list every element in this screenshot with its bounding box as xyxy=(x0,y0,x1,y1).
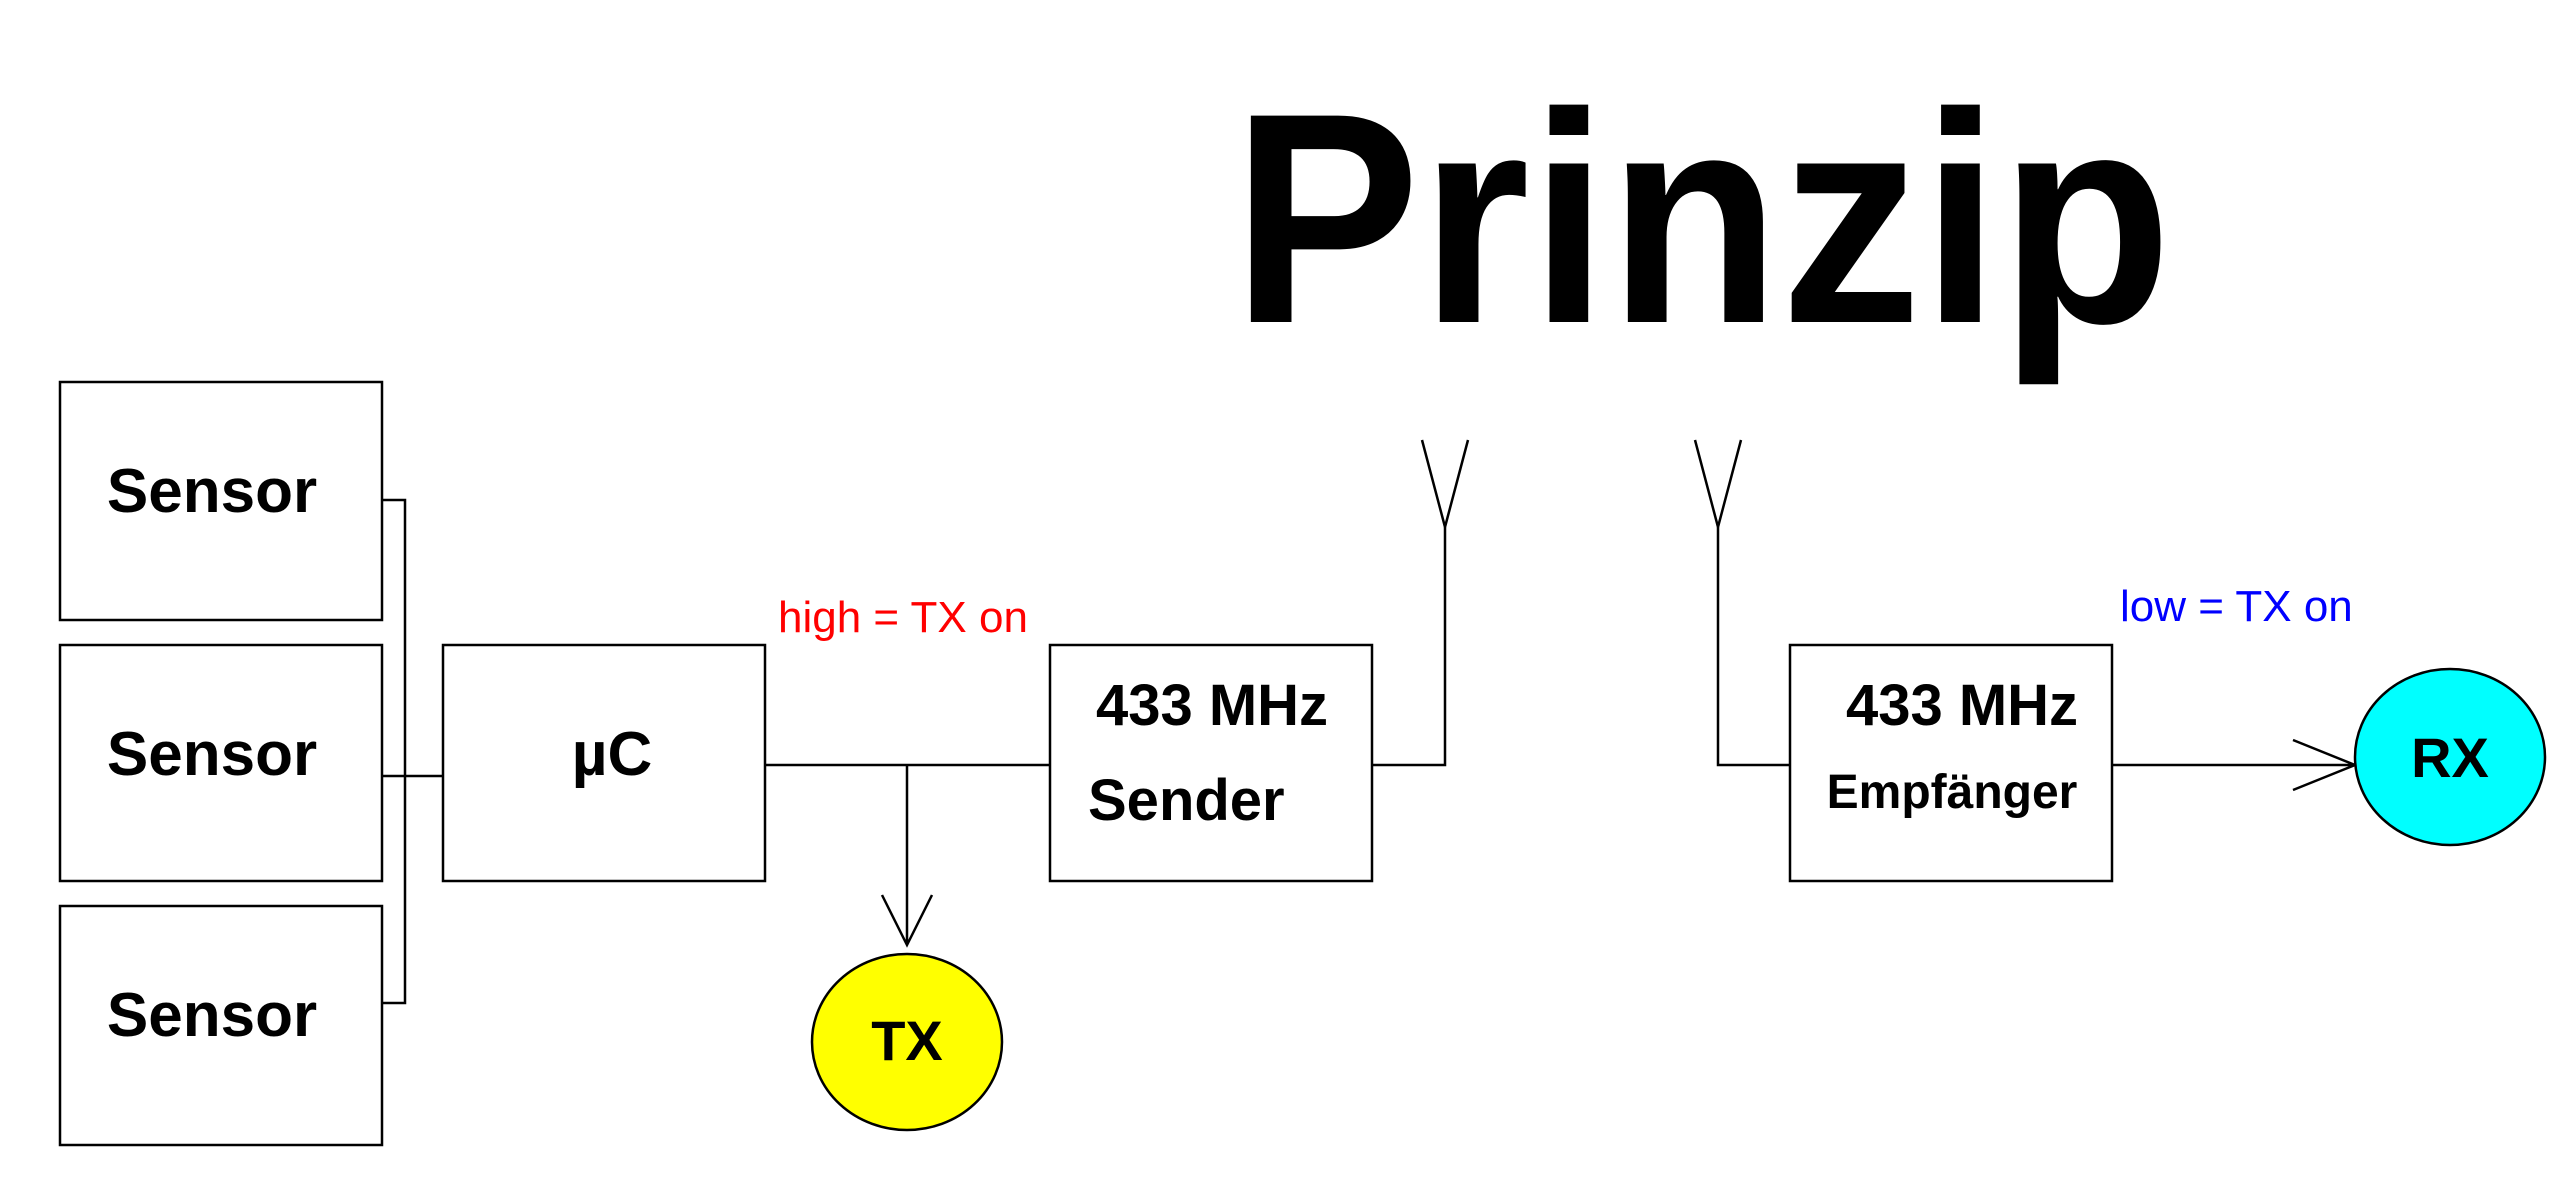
rx-led-label: RX xyxy=(2411,726,2489,789)
diagram-title: Prinzip xyxy=(1232,50,2172,388)
tx-note: high = TX on xyxy=(778,593,1028,642)
receiver-label-line2: Empfänger xyxy=(1827,766,2078,819)
sender-label-line1: 433 MHz xyxy=(1096,673,1328,738)
receiver-box xyxy=(1788,643,2114,883)
sensor-box-1 xyxy=(58,380,384,622)
sensor-bus-wire xyxy=(382,498,443,1005)
tx-led xyxy=(810,952,1004,1132)
rx-note: low = TX on xyxy=(2120,582,2353,631)
sender-label-line2: Sender xyxy=(1088,768,1285,833)
receiver-antenna-wire xyxy=(1716,527,1790,767)
mcu-box xyxy=(441,643,767,883)
receiver-label-line1: 433 MHz xyxy=(1846,673,2078,738)
sensor-label-1: Sensor xyxy=(107,457,317,526)
sender-antenna-wire xyxy=(1372,527,1447,767)
sensor-label-3: Sensor xyxy=(107,981,317,1050)
sender-box xyxy=(1048,643,1374,883)
rx-led-wire xyxy=(2112,738,2359,792)
sensor-box-3 xyxy=(58,904,384,1147)
tx-led-label: TX xyxy=(871,1009,943,1072)
sensor-box-2 xyxy=(58,643,384,883)
receiver-antenna-icon xyxy=(1693,439,1743,528)
mcu-label: µC xyxy=(572,720,653,789)
sender-antenna-icon xyxy=(1420,439,1470,528)
rx-led xyxy=(2353,667,2547,847)
sensor-label-2: Sensor xyxy=(107,720,317,789)
tx-led-wire xyxy=(880,765,934,948)
